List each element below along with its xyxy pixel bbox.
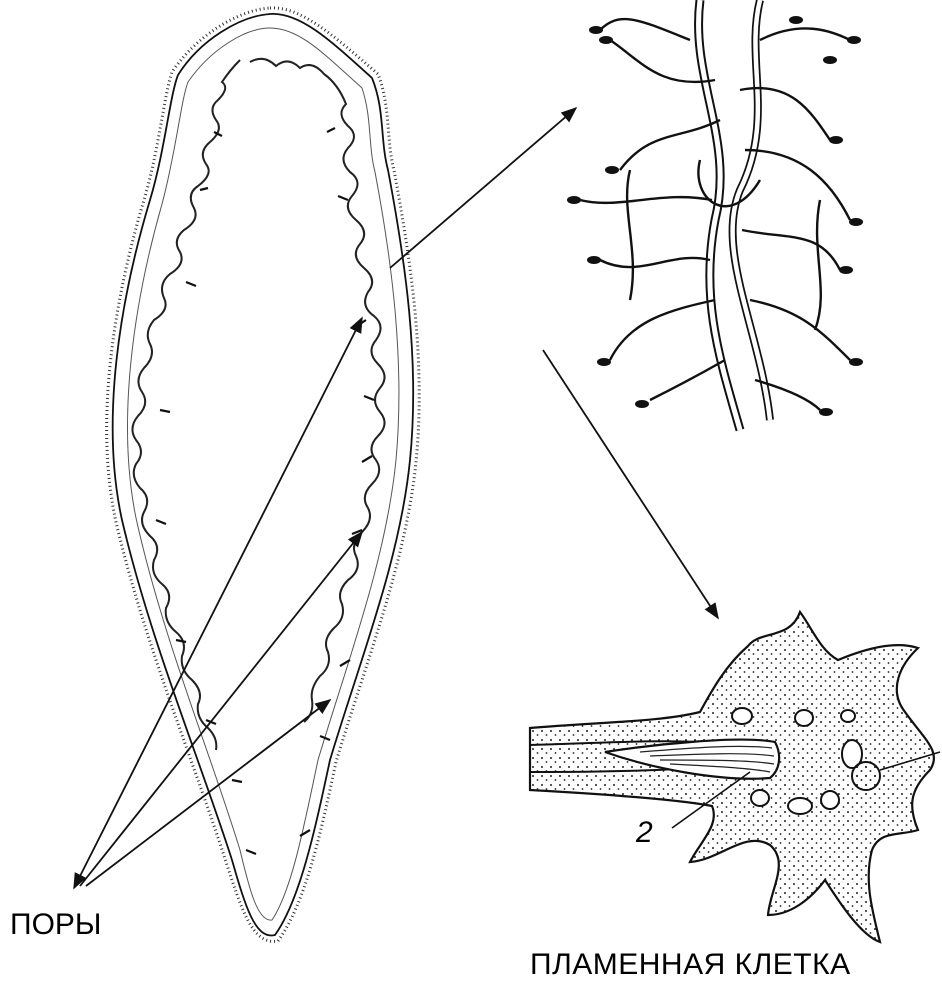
flame-cell-nucleus xyxy=(852,762,880,790)
protonephridia-network xyxy=(567,0,863,430)
pores-label: ПОРЫ xyxy=(10,908,101,942)
arrow-to-flame-cell xyxy=(543,350,718,618)
right-excretory-canal xyxy=(250,59,385,722)
planarian-body xyxy=(107,8,420,942)
inner-margin xyxy=(128,28,399,920)
number-2-label: 2 xyxy=(636,816,653,850)
flame-cell xyxy=(530,612,940,942)
body-outline-cilia xyxy=(107,8,420,942)
left-excretory-canal xyxy=(132,60,240,750)
body-outline xyxy=(113,14,414,936)
arrow-to-pore-1 xyxy=(74,318,362,888)
arrow-to-network xyxy=(390,108,576,268)
flame-cell-label: ПЛАМЕННАЯ КЛЕТКА xyxy=(530,948,851,982)
canal-side-branches xyxy=(156,128,374,854)
